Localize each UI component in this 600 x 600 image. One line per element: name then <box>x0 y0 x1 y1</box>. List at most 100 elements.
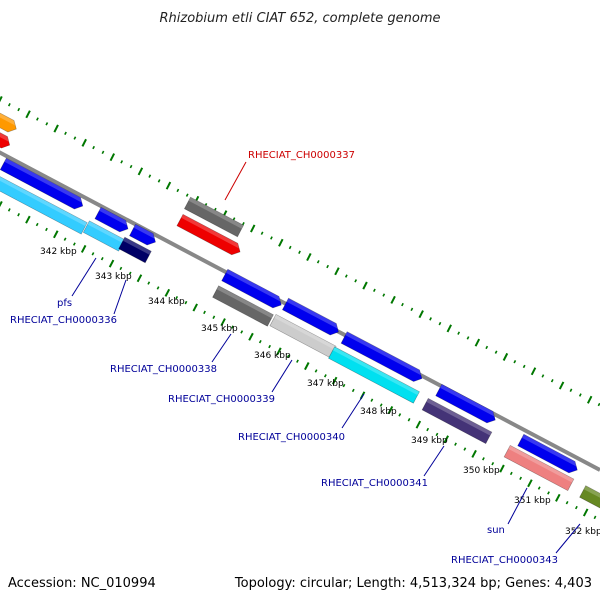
tick-label-348: 348 kbp <box>360 407 397 417</box>
tick-mark <box>466 336 470 340</box>
tick-mark <box>547 491 550 495</box>
gene-skyblue-left[interactable] <box>0 176 88 235</box>
gene-red-337[interactable] <box>176 213 241 256</box>
tick-mark <box>241 222 245 226</box>
gene-orange[interactable] <box>0 109 17 133</box>
tick-mark <box>454 442 457 446</box>
tick-mark <box>555 493 561 502</box>
tick-mark <box>306 252 312 262</box>
gene-slate-341[interactable] <box>421 397 493 445</box>
gene-olive-343[interactable] <box>579 485 600 511</box>
gene-label-rheciat-ch0000336[interactable]: RHECIAT_CH0000336 <box>10 315 117 326</box>
gene-label-rheciat-ch0000339[interactable]: RHECIAT_CH0000339 <box>168 394 275 405</box>
inner-tick-track <box>0 200 597 520</box>
tick-mark <box>7 208 11 212</box>
tick-label-346: 346 kbp <box>254 351 291 361</box>
gene-blue-338a-highlight <box>225 269 281 302</box>
tick-mark <box>482 457 485 461</box>
gene-label-rheciat-ch0000338[interactable]: RHECIAT_CH0000338 <box>110 364 217 375</box>
tick-mark <box>25 215 31 224</box>
tick-label-352: 352 kbp <box>565 527 600 537</box>
tick-mark <box>231 325 234 329</box>
gene-label-rheciat-ch0000341[interactable]: RHECIAT_CH0000341 <box>321 478 428 489</box>
tick-mark <box>25 110 31 119</box>
leader-line-338 <box>211 333 232 363</box>
tick-mark <box>101 150 105 155</box>
gene-blue-341a[interactable] <box>435 383 496 424</box>
tick-mark <box>0 200 3 208</box>
tick-mark <box>471 449 477 458</box>
gene-blue-small-1-highlight <box>99 207 128 226</box>
gene-blue-338b[interactable] <box>281 297 339 336</box>
tick-mark <box>164 288 171 297</box>
gene-cyan-340[interactable] <box>328 346 420 404</box>
tick-mark <box>270 236 273 240</box>
tick-mark <box>410 307 414 312</box>
gene-label-rheciat-ch0000343[interactable]: RHECIAT_CH0000343 <box>451 555 558 566</box>
tick-mark <box>418 310 424 319</box>
gene-olive-343-highlight <box>583 485 600 498</box>
tick-mark <box>429 317 432 321</box>
tick-mark <box>278 238 284 247</box>
tick-mark <box>530 367 537 376</box>
tick-mark <box>334 267 340 276</box>
leader-line-339 <box>271 359 293 393</box>
tick-mark <box>362 281 368 290</box>
tick-mark <box>387 405 394 414</box>
tick-mark <box>192 303 198 312</box>
tick-mark <box>157 179 161 183</box>
tick-mark <box>326 264 329 269</box>
gene-pink-sun[interactable] <box>503 444 575 492</box>
tick-mark <box>582 508 589 517</box>
gene-navy[interactable] <box>118 236 152 264</box>
gene-red-left[interactable] <box>0 129 11 149</box>
tick-mark <box>0 95 3 103</box>
tick-mark <box>382 293 386 297</box>
tick-mark <box>80 244 87 253</box>
tick-mark <box>298 250 301 254</box>
accession-text: Accession: NC_010994 <box>8 576 156 591</box>
tick-mark <box>446 324 452 333</box>
gene-blue-sun-a-highlight <box>521 434 577 467</box>
gene-blue-small-2[interactable] <box>129 223 156 246</box>
gene-label-sun[interactable]: sun <box>487 525 505 536</box>
tick-label-344: 344 kbp <box>148 297 185 307</box>
gene-gray-337[interactable] <box>183 196 245 238</box>
gene-label-rheciat-ch0000340[interactable]: RHECIAT_CH0000340 <box>238 432 345 443</box>
tick-mark <box>491 461 495 466</box>
gene-blue-small-1[interactable] <box>94 206 129 233</box>
tick-mark <box>578 393 582 397</box>
tick-mark <box>136 274 143 283</box>
gene-gray-338[interactable] <box>212 285 274 327</box>
tick-mark <box>296 359 299 363</box>
tick-mark <box>64 131 67 136</box>
gene-blue-sun-a[interactable] <box>517 433 578 474</box>
gene-blue-340a[interactable] <box>340 331 423 382</box>
tick-mark <box>316 260 320 264</box>
leader-line-336 <box>113 279 127 315</box>
gene-label-rheciat-ch0000337[interactable]: RHECIAT_CH0000337 <box>248 150 355 161</box>
tick-mark <box>108 259 115 268</box>
tick-mark <box>232 217 236 221</box>
tick-mark <box>119 266 123 271</box>
tick-mark <box>426 427 430 432</box>
tick-mark <box>165 181 172 190</box>
tick-mark <box>537 486 541 490</box>
tick-mark <box>438 321 442 326</box>
tick-mark <box>494 350 498 354</box>
tick-mark <box>314 369 318 373</box>
tick-mark <box>156 286 160 290</box>
tick-mark <box>304 362 310 371</box>
gene-blue-left-top[interactable] <box>0 157 84 210</box>
tick-mark <box>81 138 87 147</box>
tick-mark <box>176 188 180 193</box>
tick-mark <box>63 237 67 241</box>
tick-mark <box>212 315 216 319</box>
gene-skyblue-mid-highlight <box>87 220 125 244</box>
tick-mark <box>248 332 254 341</box>
gene-blue-338a[interactable] <box>221 268 282 309</box>
tick-mark <box>7 103 11 107</box>
tick-mark <box>53 230 59 239</box>
gene-label-pfs[interactable]: pfs <box>57 298 72 309</box>
